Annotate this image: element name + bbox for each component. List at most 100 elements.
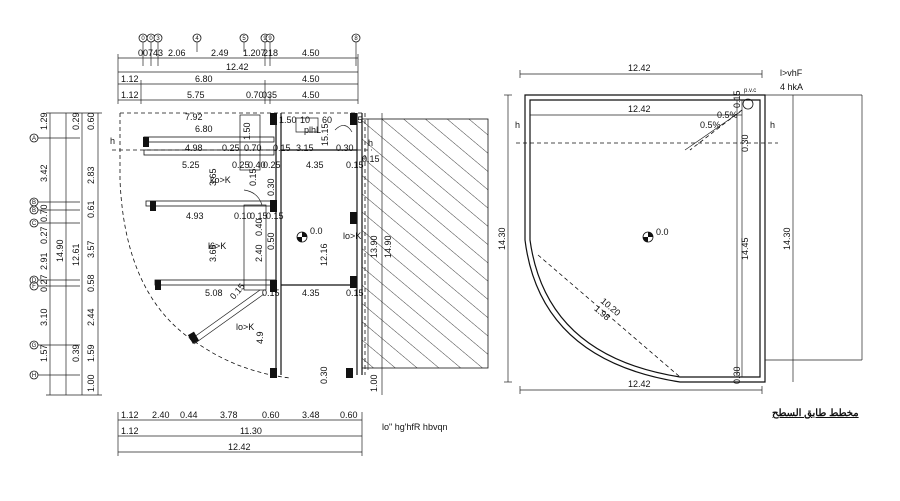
- dim-label: 0.30: [266, 178, 276, 196]
- stair-core: [239, 114, 353, 291]
- dim-label: 13.90: [369, 235, 379, 258]
- plan-title: مخطط طابق السطح: [772, 408, 859, 419]
- dim-label: 3.65: [208, 168, 218, 186]
- dim-label: 6.80: [195, 124, 213, 134]
- room-label: lo>K: [343, 231, 361, 241]
- axis-bubble-label: D: [32, 278, 37, 284]
- dim-label: 3.65: [208, 244, 218, 262]
- right-roof-plan: 12.42 l>vhF 4 hkA p.v.c 0.5% 0.5% 12.42 …: [497, 63, 863, 419]
- top-grid-axis-bubbles: 0 0 3 4 5 9 9 8: [138, 33, 361, 66]
- dim-label: 0.40: [248, 160, 266, 170]
- bottom-dimension-lines: 1.12 2.40 0.44 3.78 0.60 3.48 0.60 1.12 …: [117, 410, 363, 456]
- room-label: lo>K: [236, 322, 254, 332]
- dim-label: 1.59: [86, 344, 96, 362]
- dim-label: 0.27: [39, 274, 49, 292]
- dim-label: 3.78: [220, 410, 238, 420]
- dim-label: 6.80: [195, 74, 213, 84]
- dim-label: 0.30: [336, 143, 354, 153]
- axis-bubble-label: F: [32, 284, 36, 290]
- dim-label: 12.42: [228, 442, 251, 452]
- dim-label: 0.60: [86, 112, 96, 130]
- dim-label: 3.48: [302, 410, 320, 420]
- room-label: ko>K: [210, 175, 231, 185]
- axis-bubble-label: 0: [141, 36, 145, 42]
- axis-bubble-label: 0: [149, 36, 153, 42]
- dim-label: 0.25: [222, 143, 240, 153]
- dim-label: 1.207: [243, 48, 266, 58]
- dim-label: 1.50: [279, 115, 297, 125]
- inner-dimensions: 7.92 6.80 1.50 10 60 0.5 4.98 0.25 0.70 …: [182, 112, 380, 384]
- right-vertical-dimensions: 13.90 14.90 1.00: [367, 113, 393, 395]
- axis-bubble-label: 5: [242, 36, 246, 42]
- dim-label: 4.50: [302, 74, 320, 84]
- dim-label: 1.12: [121, 90, 139, 100]
- room-labels: plhL ko>K l6>K lo>K lo>K 0.0: [208, 125, 361, 332]
- dim-label: 0.25: [232, 160, 250, 170]
- dim-label: 035: [262, 90, 277, 100]
- room-label: l6>K: [208, 241, 226, 251]
- dim-label: 0.70: [246, 90, 264, 100]
- dim-label: 2.44: [86, 308, 96, 326]
- top-dimension-lines: 00743 2.06 2.49 1.207 218 4.50 12.42 1.1…: [117, 48, 359, 104]
- dim-label: 10: [300, 115, 310, 125]
- level-label: 0.0: [656, 227, 669, 237]
- dim-label: 1.00: [369, 374, 379, 392]
- dim-label: 1.12: [121, 426, 139, 436]
- dim-label: 60: [322, 115, 332, 125]
- dim-label: 5.08: [205, 288, 223, 298]
- dim-label: 1.12: [121, 410, 139, 420]
- dim-label: 4.35: [302, 288, 320, 298]
- dim-label: 0.58: [86, 274, 96, 292]
- slope-label: 0.5%: [700, 120, 721, 130]
- dim-label: 1.50: [242, 122, 252, 140]
- level-label: 0.0: [310, 226, 323, 236]
- dim-label: 0.44: [180, 410, 198, 420]
- dim-label: 14.30: [782, 227, 792, 250]
- section-mark-label: h: [515, 120, 520, 130]
- dim-label: 4.98: [185, 143, 203, 153]
- dim-label: 3.10: [39, 308, 49, 326]
- plan-title: lo" hg'hfR hbvqn: [382, 422, 447, 432]
- left-floor-plan: 0 0 3 4 5 9 9 8: [29, 33, 489, 456]
- section-line: h h: [110, 136, 373, 151]
- axis-bubble-label: B: [32, 208, 36, 214]
- dim-label: 0.15: [266, 211, 284, 221]
- dim-label: 0.70: [39, 204, 49, 222]
- dim-label: 3.57: [86, 240, 96, 258]
- axis-bubble-label: 9: [268, 36, 272, 42]
- dim-label: 2.49: [211, 48, 229, 58]
- dim-label: 0.61: [86, 200, 96, 218]
- dim-label: 0.15: [732, 90, 742, 108]
- dim-label: 0.15: [262, 288, 280, 298]
- dim-label: 0.15: [362, 154, 380, 164]
- dim-label: 1.29: [39, 112, 49, 130]
- dim-label: 4.9: [255, 331, 265, 344]
- left-vertical-dimensions: 1.29 3.42 0.70 0.27 2.91 0.27 3.10 1.57 …: [39, 112, 102, 396]
- dim-label: 1.57: [39, 344, 49, 362]
- dim-label: 0.30: [740, 134, 750, 152]
- dim-label: 0.30: [732, 366, 742, 384]
- dim-label: 4.50: [302, 48, 320, 58]
- dim-label: 0.40: [254, 218, 264, 236]
- dim-label: 218: [263, 48, 278, 58]
- dim-label: 5.75: [187, 90, 205, 100]
- axis-bubble-label: H: [32, 373, 36, 379]
- dim-label: 7.92: [185, 112, 203, 122]
- dim-label: 12.61: [71, 243, 81, 266]
- dim-label: 5.25: [182, 160, 200, 170]
- axis-bubble-label: 9: [263, 36, 267, 42]
- dim-label: 14.45: [740, 237, 750, 260]
- dim-label: 2.83: [86, 166, 96, 184]
- note-label: 4 hkA: [780, 82, 803, 92]
- dim-label: 3.42: [39, 164, 49, 182]
- dim-label: 0.27: [39, 226, 49, 244]
- dim-label: 0.30: [319, 366, 329, 384]
- dim-label: 2.40: [254, 244, 264, 262]
- dim-label: 14.90: [55, 239, 65, 262]
- slope-label: 0.5%: [717, 110, 738, 120]
- section-mark-label: h: [770, 120, 775, 130]
- dim-label: 12.16: [319, 243, 329, 266]
- dim-label: 0.15: [248, 168, 258, 186]
- dim-label: 0.29: [71, 112, 81, 130]
- dim-label: 0.15: [273, 143, 291, 153]
